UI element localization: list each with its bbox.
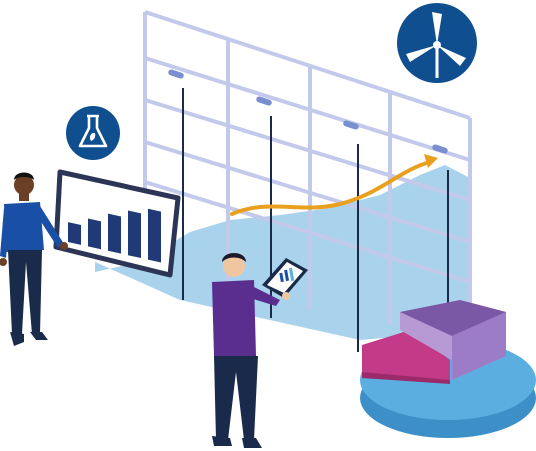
bar-glyph bbox=[148, 208, 161, 263]
pie-chart-icon bbox=[360, 300, 536, 438]
flask-icon bbox=[66, 106, 120, 160]
bar-glyph bbox=[88, 218, 101, 250]
person-tablet bbox=[212, 253, 308, 448]
bar-chart-board bbox=[53, 169, 181, 278]
tablet-device bbox=[262, 258, 308, 298]
dashboard-grid bbox=[143, 10, 472, 330]
trend-arrowhead bbox=[424, 154, 438, 168]
stem-caps bbox=[168, 69, 448, 154]
person-presenter bbox=[0, 172, 68, 346]
bar-glyph bbox=[128, 210, 141, 259]
area-chart-fill bbox=[95, 165, 470, 340]
wind-turbine-icon bbox=[397, 3, 477, 83]
bar-glyph bbox=[68, 222, 81, 245]
bar-glyph bbox=[108, 213, 121, 254]
trend-line bbox=[230, 160, 432, 216]
bar-chart-icon bbox=[68, 208, 161, 263]
